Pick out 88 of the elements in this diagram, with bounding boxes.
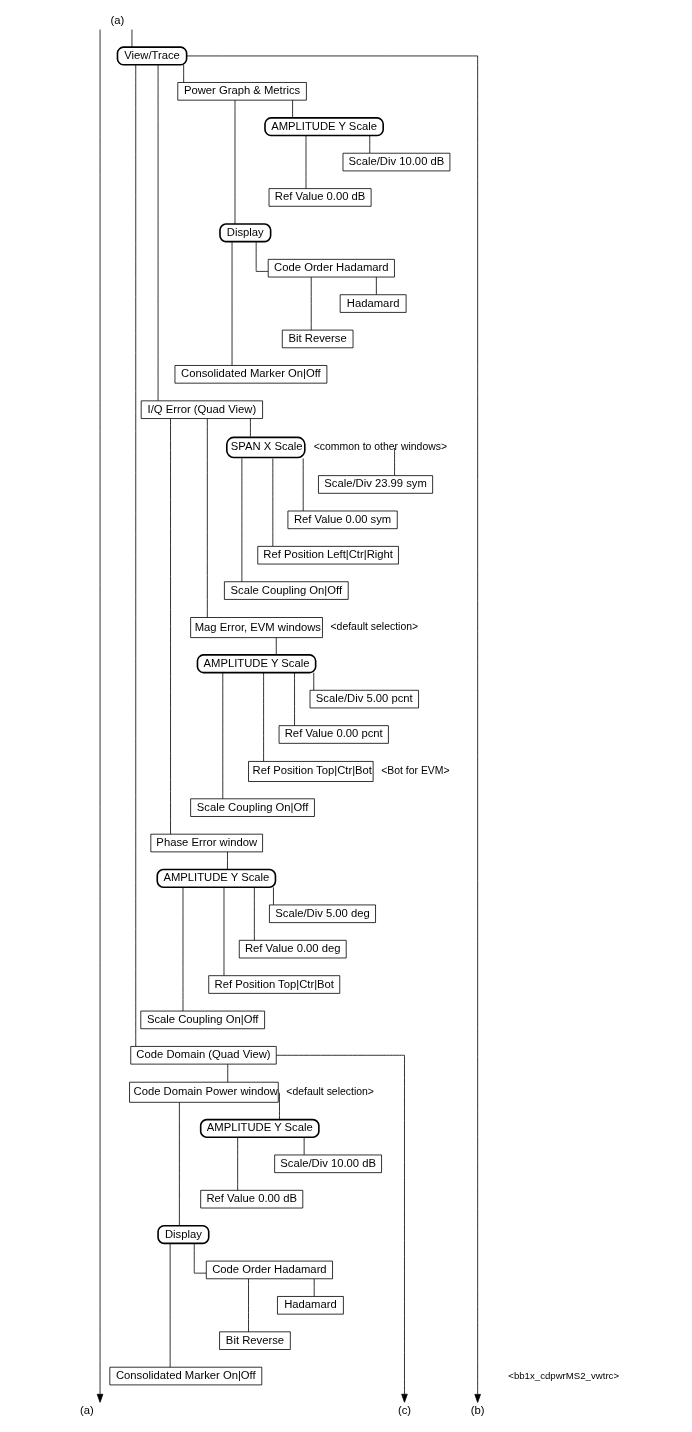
node-box: AMPLITUDE Y Scale bbox=[199, 1118, 320, 1139]
connector bbox=[292, 99, 293, 119]
connector bbox=[193, 1243, 207, 1274]
connector bbox=[182, 886, 184, 1012]
node-box: Ref Position Top|Ctr|Bot bbox=[208, 975, 341, 994]
node-box: Consolidated Marker On|Off bbox=[109, 1366, 263, 1386]
connector bbox=[272, 458, 274, 547]
connector bbox=[169, 1243, 171, 1368]
node-box: Phase Error window bbox=[150, 833, 263, 853]
node-box: Ref Value 0.00 dB bbox=[200, 1189, 304, 1209]
node-box: AMPLITUDE Y Scale bbox=[264, 117, 384, 137]
connector bbox=[248, 1278, 249, 1333]
node-box: Code Domain Power window bbox=[129, 1081, 279, 1103]
node-box: Scale/Div 10.00 dB bbox=[274, 1154, 382, 1174]
node-box: Scale/Div 5.00 deg bbox=[269, 904, 376, 923]
node-box: Ref Value 0.00 sym bbox=[287, 510, 398, 530]
node-box: AMPLITUDE Y Scale bbox=[156, 868, 277, 889]
node-box: Hadamard bbox=[277, 1296, 344, 1315]
node-text: (a) bbox=[80, 1404, 94, 1417]
connector bbox=[313, 1278, 315, 1297]
node-label: <default selection> bbox=[330, 621, 419, 633]
node-text: (a) bbox=[110, 13, 125, 26]
connector bbox=[157, 64, 159, 402]
node-box: View/Trace bbox=[116, 46, 188, 66]
connector bbox=[170, 418, 171, 835]
node-text: (c) bbox=[397, 1404, 412, 1417]
node-box: I/Q Error (Quad View) bbox=[140, 400, 263, 419]
connector bbox=[231, 241, 233, 366]
node-text: (b) bbox=[470, 1404, 485, 1417]
node-box: Code Order Hadamard bbox=[205, 1260, 333, 1280]
connector bbox=[255, 241, 269, 272]
node-box: Ref Position Top|Ctr|Bot bbox=[248, 761, 374, 782]
connector bbox=[234, 99, 236, 225]
node-box: Power Graph & Metrics bbox=[177, 82, 307, 101]
node-box: Ref Value 0.00 deg bbox=[238, 939, 347, 959]
connector bbox=[275, 637, 277, 656]
connector bbox=[375, 276, 377, 295]
connector bbox=[183, 64, 185, 83]
connector bbox=[227, 1063, 229, 1083]
connector bbox=[305, 135, 307, 189]
node-box: Scale/Div 23.99 sym bbox=[318, 475, 434, 494]
connector bbox=[250, 418, 251, 437]
node-box: Hadamard bbox=[339, 294, 407, 313]
node-box: Scale Coupling On|Off bbox=[140, 1010, 265, 1030]
node-box: SPAN X Scale bbox=[226, 436, 306, 459]
connector bbox=[313, 672, 315, 691]
node-label: <default selection> bbox=[286, 1085, 374, 1097]
connector bbox=[294, 672, 295, 726]
node-box: Ref Value 0.00 dB bbox=[268, 188, 372, 207]
arrow bbox=[275, 1054, 408, 1403]
node-box: Scale Coupling On|Off bbox=[190, 798, 315, 817]
connector bbox=[253, 886, 255, 941]
connector bbox=[179, 1102, 180, 1226]
connector bbox=[131, 29, 133, 48]
connector bbox=[263, 672, 264, 762]
arrow bbox=[186, 55, 481, 1403]
connector bbox=[303, 1136, 305, 1156]
node-box: AMPLITUDE Y Scale bbox=[196, 654, 317, 674]
node-box: Ref Position Left|Ctr|Right bbox=[257, 545, 399, 565]
node-box: Display bbox=[157, 1224, 210, 1245]
label: <bb1x_cdpwrMS2_vwtrc> bbox=[508, 1369, 620, 1381]
node-box: Scale/Div 5.00 pcnt bbox=[309, 689, 419, 709]
connector bbox=[206, 418, 208, 618]
node-box: Ref Value 0.00 pcnt bbox=[278, 725, 389, 744]
node-box: Code Order Hadamard bbox=[267, 258, 395, 278]
connector bbox=[135, 64, 137, 1047]
node-box: Bit Reverse bbox=[219, 1331, 291, 1350]
connector bbox=[223, 887, 225, 976]
node-box: Bit Reverse bbox=[281, 329, 354, 349]
node-box: Mag Error, EVM windows bbox=[190, 617, 323, 638]
connector bbox=[310, 276, 312, 331]
connector bbox=[279, 1092, 280, 1120]
connector bbox=[237, 1137, 239, 1191]
connector bbox=[394, 447, 395, 476]
node-box: Display bbox=[219, 223, 272, 243]
connector bbox=[273, 886, 274, 906]
connector bbox=[302, 458, 304, 512]
node-box: Scale Coupling On|Off bbox=[224, 581, 349, 600]
arrow bbox=[96, 29, 104, 1403]
node-box: Code Domain (Quad View) bbox=[130, 1046, 277, 1065]
connector bbox=[241, 457, 243, 582]
node-label: <common to other windows> bbox=[313, 441, 448, 453]
connector bbox=[369, 135, 371, 154]
node-label: <Bot for EVM> bbox=[381, 765, 450, 777]
node-box: Consolidated Marker On|Off bbox=[174, 365, 328, 384]
node-box: Scale/Div 10.00 dB bbox=[342, 152, 451, 172]
connector bbox=[222, 672, 224, 800]
connector bbox=[227, 851, 228, 870]
